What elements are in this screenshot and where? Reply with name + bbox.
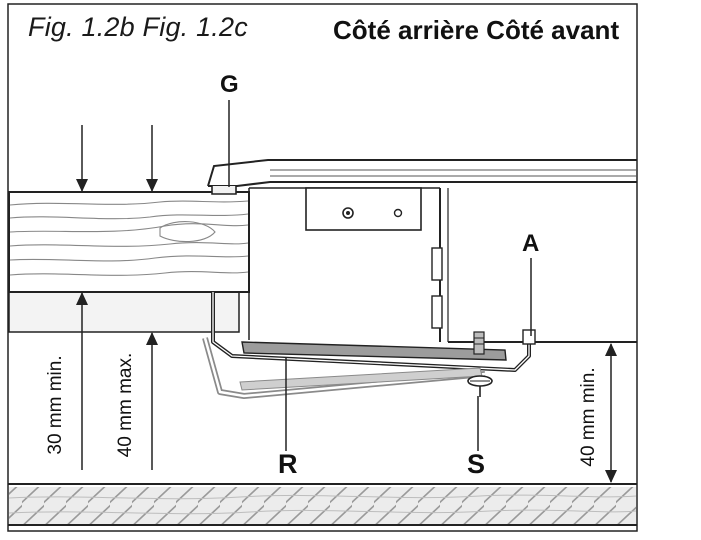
appliance-body — [207, 159, 637, 343]
wood-worktop — [8, 191, 250, 293]
dimension-label-wood-max: 40 mm max. — [115, 352, 136, 458]
screw-s — [467, 331, 493, 397]
label-r: R — [278, 449, 298, 479]
label-s: S — [467, 449, 486, 479]
figure-caption: Fig. 1.2b Fig. 1.2c — [28, 12, 248, 42]
dimension-label-wood-min: 30 mm min. — [45, 355, 66, 455]
label-a: A — [522, 230, 540, 257]
side-caption: Côté arrière Côté avant — [333, 15, 620, 45]
panel-edge — [8, 291, 240, 333]
label-g: G — [220, 71, 239, 98]
bracket-a — [211, 292, 536, 372]
dimension-label-floor-clearance: 40 mm min. — [578, 367, 599, 467]
dimension-wood-min — [76, 125, 88, 470]
dimension-floor-clearance — [605, 343, 617, 483]
floor — [8, 483, 637, 526]
dimension-wood-max — [146, 125, 158, 470]
bar-r — [241, 341, 507, 361]
clamp-g — [211, 186, 237, 195]
